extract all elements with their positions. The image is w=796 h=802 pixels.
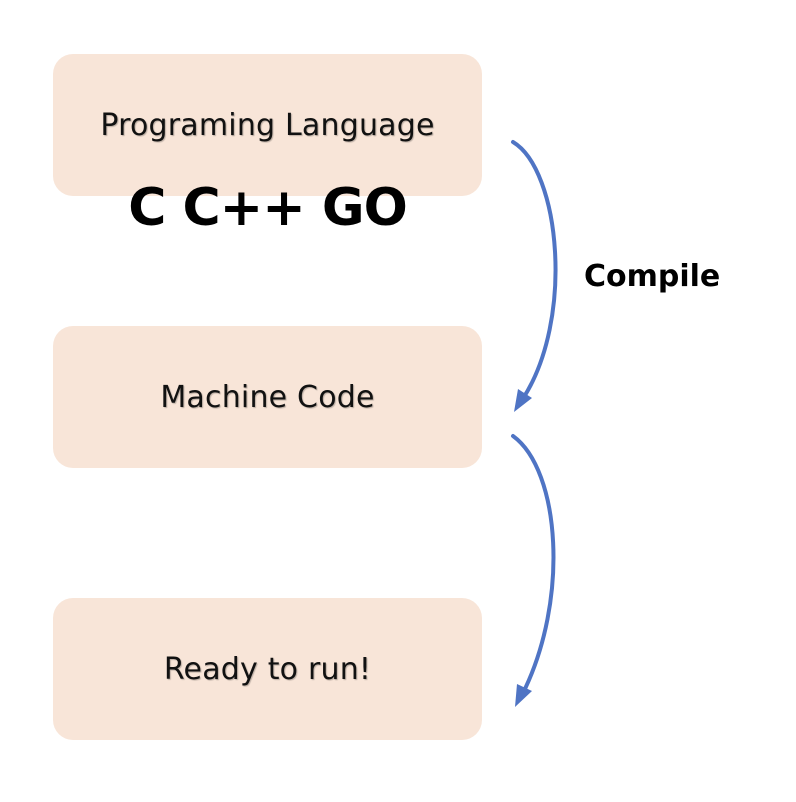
language-list: C C++ GO [128, 178, 408, 238]
arrowhead-compile [514, 389, 532, 412]
compile-label: Compile [584, 259, 721, 294]
box-label: Programing Language [100, 107, 435, 143]
box-label: Machine Code [160, 379, 375, 415]
arrowhead-run [515, 684, 532, 707]
arrow-run [511, 434, 556, 697]
box-ready-to-run: Ready to run! [53, 598, 482, 740]
box-programming-language: Programing Language [53, 54, 482, 196]
box-label: Ready to run! [163, 651, 372, 687]
box-machine-code: Machine Code [53, 326, 482, 468]
arrow-compile [511, 140, 558, 402]
